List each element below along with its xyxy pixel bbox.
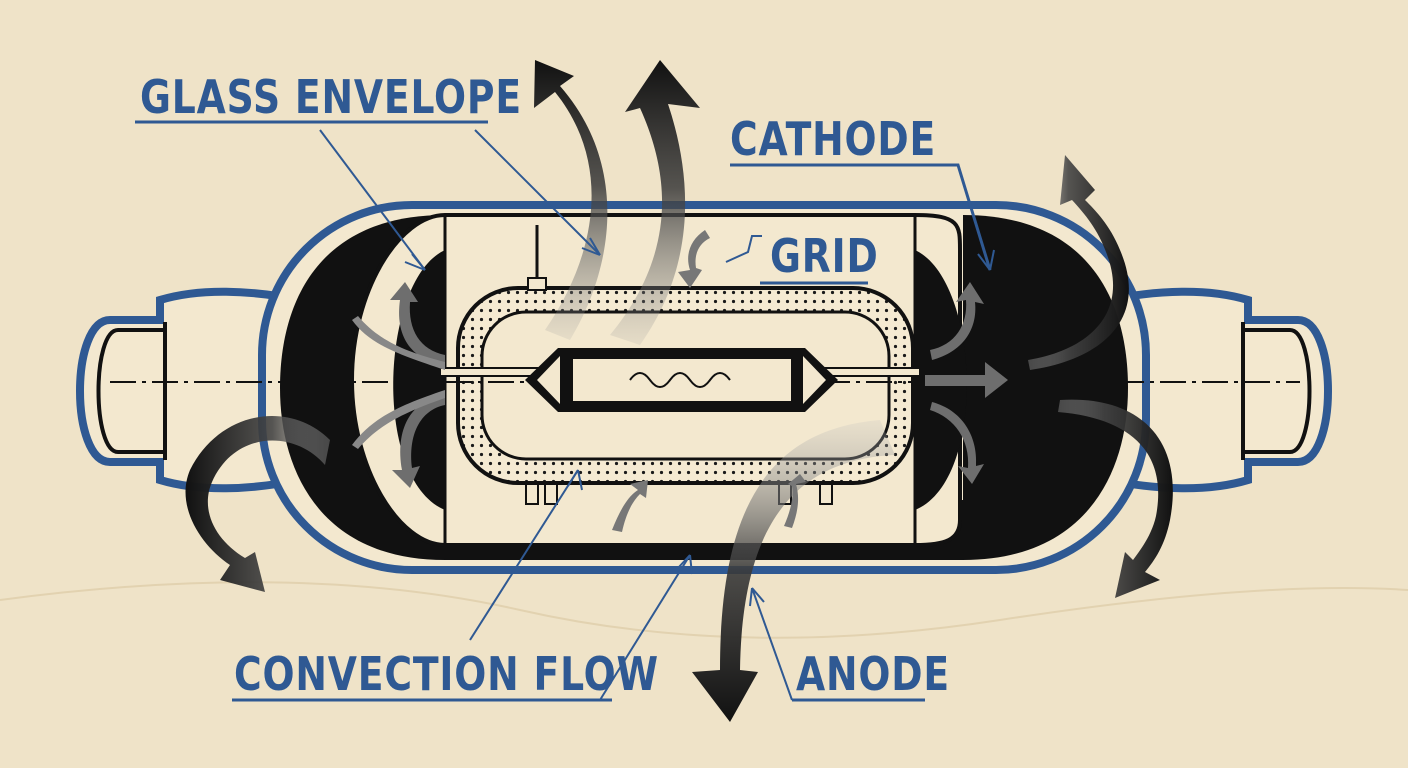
arrow-curl-top — [678, 230, 710, 288]
arrow-curl-bottom-2 — [784, 474, 806, 528]
label-cathode-text: CATHODE — [730, 112, 937, 166]
convection-leader-1 — [469, 469, 579, 641]
anode-leader — [751, 587, 793, 701]
arrow-left-inner-up — [390, 282, 445, 365]
arrow-curl-bottom — [612, 480, 648, 532]
convection-arrows — [185, 60, 1173, 722]
label-anode: ANODE — [796, 651, 950, 697]
filament — [629, 372, 731, 388]
label-cathode: CATHODE — [730, 116, 936, 162]
arrow-left-inner-flow-2 — [352, 390, 445, 449]
arrow-left-inner-down — [392, 395, 445, 488]
arrow-up-1 — [534, 60, 608, 340]
cathode-leader — [730, 163, 992, 271]
grid-leader — [725, 235, 762, 263]
label-glass-envelope-text: GLASS ENVELOPE — [140, 70, 522, 124]
glass-envelope-leader-2 — [474, 129, 601, 256]
arrow-left-inner-flow — [352, 316, 445, 370]
label-convection-flow-text: CONVECTION FLOW — [234, 647, 659, 701]
arrow-right-down — [1058, 399, 1173, 598]
leader-lines — [135, 120, 995, 702]
label-anode-text: ANODE — [796, 647, 951, 701]
arrow-right-center — [925, 362, 1008, 398]
convection-leader-2 — [599, 554, 691, 701]
arrow-up-2 — [610, 60, 700, 345]
label-grid-text: GRID — [770, 229, 879, 283]
label-convection-flow: CONVECTION FLOW — [234, 651, 659, 697]
arrow-right-up — [1028, 155, 1129, 370]
cathode-element — [110, 348, 1300, 412]
label-glass-envelope: GLASS ENVELOPE — [140, 74, 522, 120]
arrow-left-down — [185, 416, 330, 592]
glass-envelope-leader-1 — [319, 129, 426, 271]
label-grid: GRID — [770, 233, 879, 279]
arrow-right-inner-down — [930, 402, 984, 484]
arrow-right-inner-up — [930, 282, 984, 360]
